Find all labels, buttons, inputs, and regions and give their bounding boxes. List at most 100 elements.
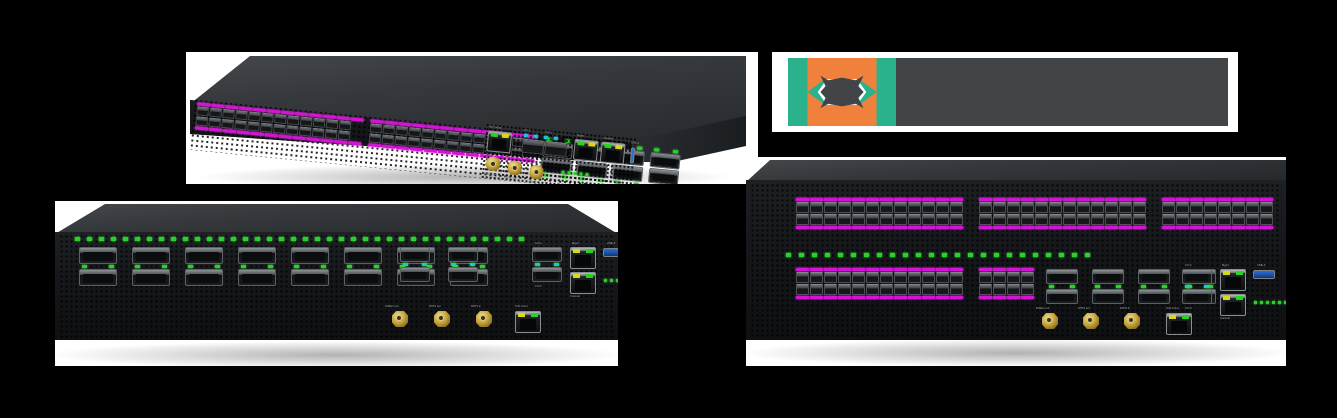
label-clk10: 10MHz out (385, 305, 399, 308)
qsfp-cage[interactable] (1138, 269, 1170, 304)
qsfp-led-pair (397, 265, 435, 268)
sfp-led-row-bottom (979, 296, 1034, 299)
mgmt-rj45-port[interactable] (572, 138, 599, 162)
usb-a-port[interactable] (1253, 270, 1275, 279)
mgmt-rj45-port[interactable] (1220, 269, 1246, 291)
label-tod: ToD in/out (1166, 307, 1179, 310)
sfp-row-lower[interactable] (979, 214, 1146, 225)
sfp-row-lower[interactable] (979, 284, 1034, 295)
product-panel-bottom-left[interactable]: Ctrl 1 Ctrl 2 Mgmt Console USB-A Reset 1… (55, 201, 618, 366)
tod-rj45-port[interactable] (1166, 313, 1192, 335)
qsfp-cage[interactable] (79, 247, 117, 286)
label-ctrl2: Ctrl 2 (1185, 307, 1192, 310)
ctrl-sfp-cage[interactable] (1182, 269, 1212, 304)
device-bottom-right[interactable]: Ctrl 1 Ctrl 2 Mgmt Console USB-A Reset (746, 157, 1286, 362)
product-panel-top[interactable]: ToD in/out Ctrl 1 Ctrl 2 Mgmt (186, 52, 758, 184)
brand-wordmark (896, 58, 1228, 126)
product-panel-bottom-right[interactable]: Ctrl 1 Ctrl 2 Mgmt Console USB-A Reset (746, 157, 1286, 366)
sfp-port-bank-1c[interactable] (1162, 198, 1273, 229)
mid-led-band (786, 253, 1090, 257)
sfp-port-bank-2a[interactable] (796, 268, 963, 299)
pps-out-sma-connector[interactable] (434, 311, 450, 327)
qsfp-cage[interactable] (344, 247, 382, 286)
qsfp-cage[interactable] (238, 247, 276, 286)
label-clk10: 10MHz out (1036, 307, 1050, 310)
status-led-strip (1254, 301, 1286, 304)
ctrl-sfp-cage[interactable] (532, 247, 562, 282)
sfp-row-lower[interactable] (1162, 214, 1273, 225)
sfp-led-row-top (796, 268, 963, 271)
sfp-led-row-bottom (796, 296, 963, 299)
tod-rj45-port[interactable] (486, 130, 513, 154)
label-ctrl1: Ctrl 1 (1185, 264, 1192, 267)
ctrl-led-pair (400, 263, 430, 266)
qsfp-cage[interactable] (647, 148, 682, 184)
sfp-port-bank-1b[interactable] (979, 198, 1146, 229)
pps-in-sma-connector[interactable] (1124, 313, 1140, 329)
pps-in-sma-connector[interactable] (476, 311, 492, 327)
qsfp-led-pair (1046, 285, 1078, 288)
device-top[interactable]: ToD in/out Ctrl 1 Ctrl 2 Mgmt (186, 52, 758, 184)
sfp-row-upper[interactable] (1162, 202, 1273, 213)
brand-logo-panel[interactable] (772, 52, 1238, 132)
tod-rj45-port[interactable] (515, 311, 541, 333)
qsfp-led-pair (79, 265, 117, 268)
qsfp-cage[interactable] (291, 247, 329, 286)
sfp-row-lower[interactable] (796, 284, 963, 295)
pps-out-sma-connector[interactable] (1083, 313, 1099, 329)
clk10-sma-connector[interactable] (1042, 313, 1058, 329)
ctrl-led-pair (532, 263, 562, 266)
sfp-led-row-top (796, 198, 963, 201)
qsfp-cage[interactable] (185, 247, 223, 286)
console-rj45-port[interactable] (1220, 294, 1246, 316)
ctrl-led-pair (1182, 285, 1212, 288)
sfp-row-upper[interactable] (979, 272, 1034, 283)
brand-mark-icon (788, 58, 896, 126)
sfp-port-bank-2b[interactable] (979, 268, 1034, 299)
console-rj45-port[interactable] (570, 272, 596, 294)
chassis-top-cover (746, 160, 1286, 182)
label-console: Console (1220, 317, 1231, 320)
sfp-led-row-top (979, 268, 1034, 271)
device-shadow (55, 341, 618, 366)
label-usb: USB-A (1257, 264, 1266, 267)
qsfp-cage[interactable] (1046, 269, 1078, 304)
sfp-led-row-top (979, 198, 1146, 201)
label-pps-in: 1PPS in (1120, 307, 1131, 310)
device-bottom-left[interactable]: Ctrl 1 Ctrl 2 Mgmt Console USB-A Reset 1… (55, 201, 618, 361)
label-pps-in: 1PPS in (526, 180, 537, 184)
qsfp-led-pair (291, 265, 329, 268)
ctrl-sfp-cage[interactable] (448, 247, 478, 282)
label-mgmt: Mgmt (572, 242, 579, 245)
sfp-port-bank-1a[interactable] (796, 198, 963, 229)
sfp-row-upper[interactable] (979, 202, 1146, 213)
brand-logo[interactable] (788, 58, 1228, 126)
qsfp-led-pair (1138, 285, 1170, 288)
device-shadow (746, 339, 1286, 366)
sfp-led-row-bottom (796, 226, 963, 229)
qsfp-cage[interactable] (132, 247, 170, 286)
qsfp-led-pair (1092, 285, 1124, 288)
label-usb: USB-A (607, 242, 616, 245)
qsfp-led-pair (185, 265, 223, 268)
ctrl-sfp-group[interactable] (400, 247, 478, 282)
mgmt-rj45-port[interactable] (570, 247, 596, 269)
sfp-row-lower[interactable] (796, 214, 963, 225)
qsfp-cage[interactable] (1092, 269, 1124, 304)
usb-a-port[interactable] (603, 248, 618, 257)
ctrl-sfp-group-right[interactable] (532, 247, 562, 282)
qsfp-led-pair (132, 265, 170, 268)
ctrl-sfp-cage[interactable] (400, 247, 430, 282)
sfp-row-upper[interactable] (796, 272, 963, 283)
label-reset: Reset (612, 179, 621, 184)
label-ctrl1: Ctrl 1 (535, 242, 542, 245)
label-pps-out: 1PPS out (1078, 307, 1090, 310)
sfp-row-upper[interactable] (796, 202, 963, 213)
sfp-led-row-bottom (979, 226, 1146, 229)
ctrl-led-pair (448, 263, 478, 266)
clk10-sma-connector[interactable] (392, 311, 408, 327)
label-console: Console (570, 295, 581, 298)
console-rj45-port[interactable] (599, 141, 626, 165)
label-ctrl1: Ctrl 1 (523, 128, 531, 133)
